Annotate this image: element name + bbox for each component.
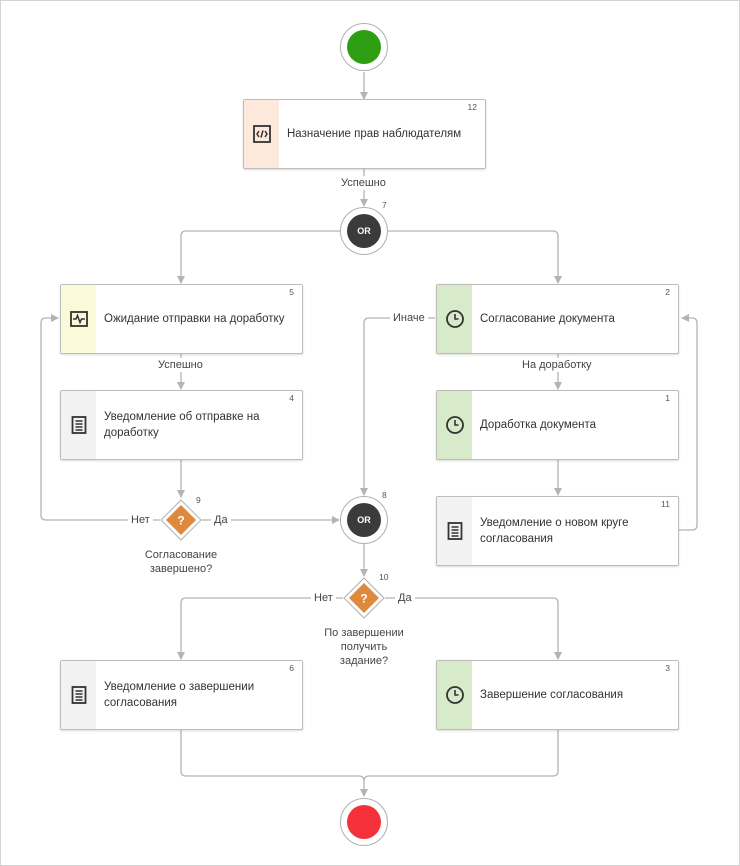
or-gateway-icon: OR — [347, 503, 381, 537]
connector-finish-to-end — [363, 729, 559, 782]
clock-icon — [445, 310, 464, 328]
node-strip — [437, 661, 472, 729]
clock-icon — [445, 416, 464, 434]
node-strip — [437, 391, 472, 459]
condition-gateway[interactable]: ? — [343, 577, 385, 619]
edge-label-no: Нет — [128, 513, 153, 527]
condition-caption: По завершении получить задание? — [324, 627, 404, 667]
gateway-number: 10 — [379, 572, 389, 582]
activity-icon — [69, 311, 88, 327]
or-gateway-label: OR — [357, 515, 371, 525]
connector-condition-yes-to-finish — [385, 597, 562, 660]
end-event[interactable] — [340, 798, 388, 846]
or-gateway-label: OR — [357, 226, 371, 236]
node-label: Согласование документа — [480, 313, 615, 325]
connector-or-to-approve — [388, 230, 562, 284]
node-strip — [244, 100, 279, 168]
condition-symbol: ? — [177, 514, 184, 528]
node-number: 1 — [665, 393, 670, 403]
edge-label-yes: Да — [211, 513, 231, 527]
node-label: Ожидание отправки на доработку — [104, 313, 285, 325]
connector-notify-finish-to-end — [180, 729, 368, 797]
node-notify-sent[interactable]: Уведомление об отправке на доработку 4 — [60, 390, 303, 460]
node-approve-document[interactable]: Согласование документа 2 — [436, 284, 679, 354]
node-number: 11 — [661, 499, 670, 509]
or-gateway-icon: OR — [347, 214, 381, 248]
edge-label-success: Успешно — [155, 358, 206, 372]
edge-label-to-rework: На доработку — [519, 358, 595, 372]
node-label: Доработка документа — [480, 419, 597, 431]
node-rework-document[interactable]: Доработка документа 1 — [436, 390, 679, 460]
gateway-number: 9 — [196, 495, 201, 505]
node-assign-rights[interactable]: Назначение прав наблюдателям 12 — [243, 99, 486, 169]
node-notify-new-round[interactable]: Уведомление о новом круге согласования 1… — [436, 496, 679, 566]
connector-notify-round-loop — [679, 314, 698, 531]
node-notify-finish[interactable]: Уведомление о завершении согласования 6 — [60, 660, 303, 730]
gateway-number: 7 — [382, 200, 387, 210]
condition-caption: Согласование завершено? — [144, 549, 218, 575]
edge-label-no: Нет — [311, 591, 336, 605]
node-label: Уведомление о новом круге согласования — [480, 517, 629, 545]
connector-approve-otherwise-to-or — [360, 317, 435, 496]
node-number: 3 — [665, 663, 670, 673]
document-icon — [71, 416, 86, 434]
start-event[interactable] — [340, 23, 388, 71]
node-strip — [61, 661, 96, 729]
node-strip — [437, 285, 472, 353]
start-event-icon — [347, 30, 381, 64]
gateway-number: 8 — [382, 490, 387, 500]
or-gateway[interactable]: OR — [340, 207, 388, 255]
node-number: 5 — [289, 287, 294, 297]
node-label: Назначение прав наблюдателям — [287, 128, 462, 140]
node-strip — [61, 391, 96, 459]
connector-or-to-wait — [177, 230, 340, 284]
clock-icon — [445, 686, 464, 704]
node-number: 12 — [467, 102, 477, 112]
node-number: 6 — [289, 663, 294, 673]
node-number: 2 — [665, 287, 670, 297]
condition-gateway[interactable]: ? — [160, 499, 202, 541]
node-strip — [61, 285, 96, 353]
condition-symbol: ? — [360, 592, 367, 606]
node-finish-approval[interactable]: Завершение согласования 3 — [436, 660, 679, 730]
or-gateway[interactable]: OR — [340, 496, 388, 544]
document-icon — [71, 686, 86, 704]
edge-label-otherwise: Иначе — [390, 311, 428, 325]
document-icon — [447, 522, 462, 540]
code-icon — [252, 125, 271, 143]
node-label: Завершение согласования — [480, 689, 624, 701]
node-strip — [437, 497, 472, 565]
node-wait-send[interactable]: Ожидание отправки на доработку 5 — [60, 284, 303, 354]
connector-condition-no-to-notify-finish — [177, 597, 343, 660]
edge-label-success: Успешно — [338, 176, 389, 190]
end-event-icon — [347, 805, 381, 839]
edge-label-yes: Да — [395, 591, 415, 605]
connector-condition-no-loop — [40, 314, 160, 521]
node-label: Уведомление о завершении согласования — [104, 681, 255, 709]
node-label: Уведомление об отправке на доработку — [104, 411, 260, 439]
node-number: 4 — [289, 393, 294, 403]
